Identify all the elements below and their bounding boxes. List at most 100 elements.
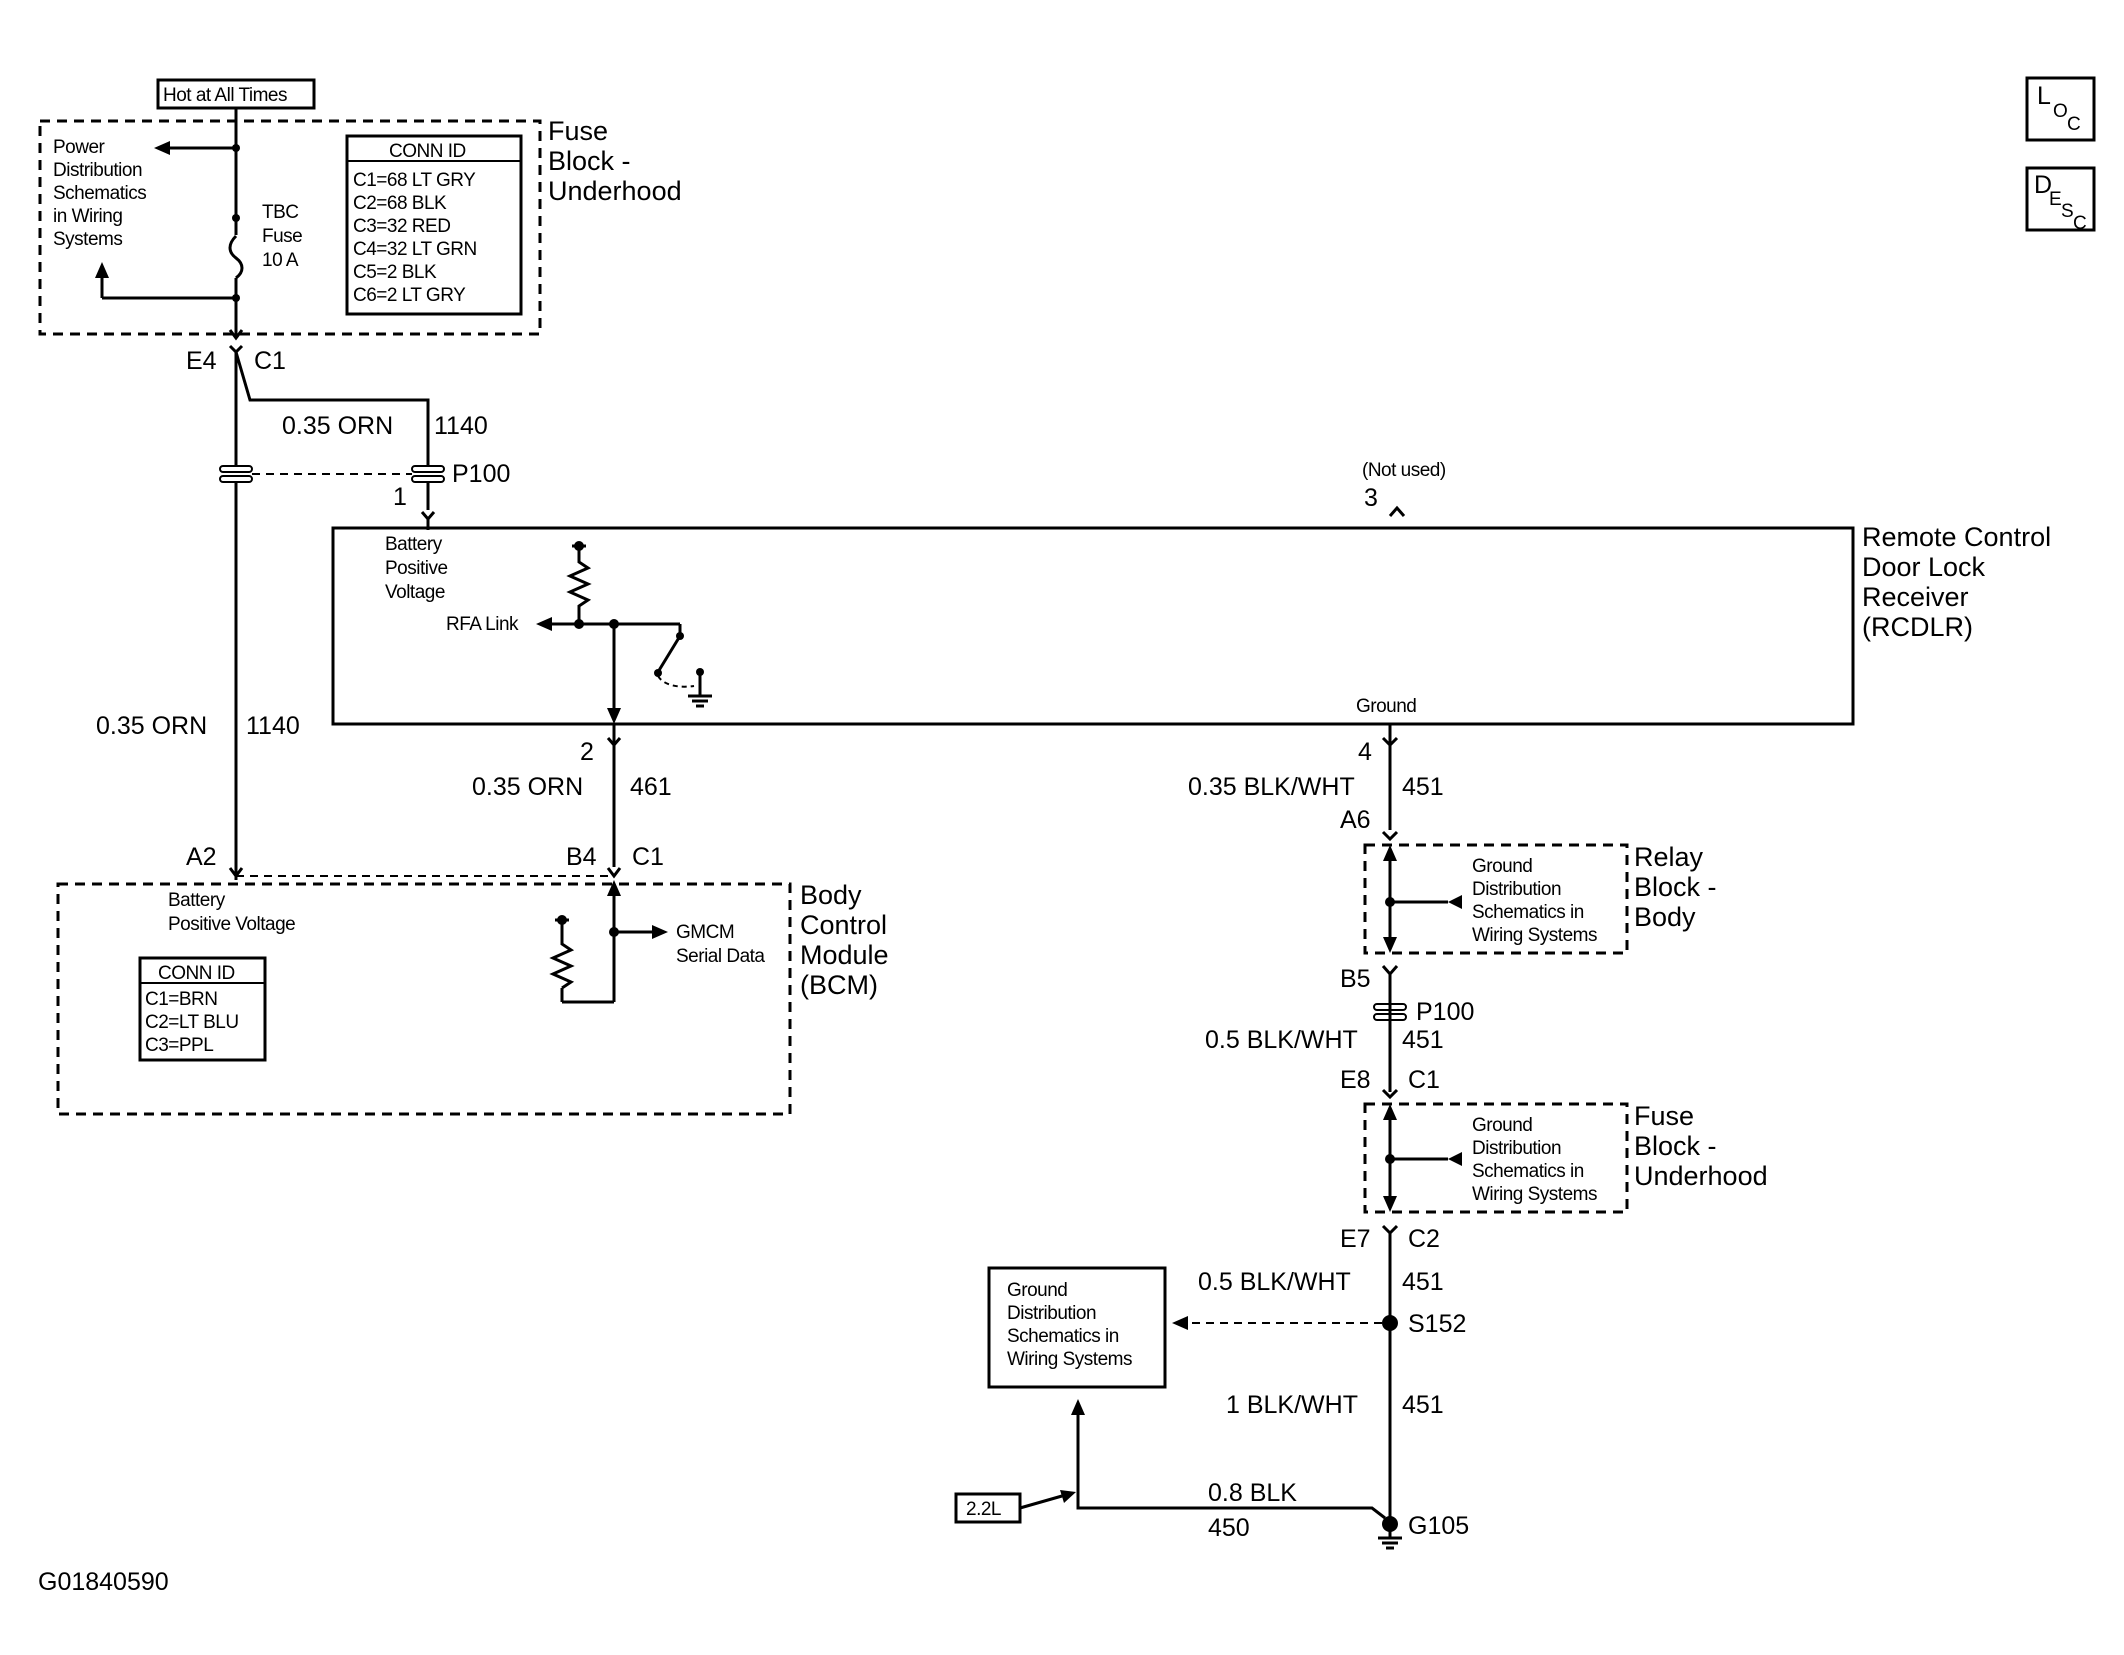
connector-label: P100 (452, 460, 510, 488)
fuse-mid-note-1: Ground (1472, 1115, 1532, 1136)
conn-row: C4=32 LT GRN (353, 239, 477, 260)
conn-row: C2=LT BLU (145, 1012, 239, 1033)
connector-a2-b4-c1: A2 B4 C1 (186, 843, 664, 879)
fuse-block-underhood-top: Fuse Block - Underhood Power Distributio… (38, 116, 682, 336)
wire-gauge: 0.35 ORN (282, 412, 393, 440)
fuse-block-mid-title-3: Underhood (1634, 1161, 1768, 1191)
fuse-block-top-title-3: Underhood (548, 176, 682, 206)
bcm-batt-2: Positive Voltage (168, 914, 295, 935)
svg-text:L: L (2037, 82, 2051, 110)
ground-icon (688, 694, 712, 708)
switch-icon (656, 635, 682, 673)
conn-row: C5=2 BLK (353, 262, 437, 283)
inline-connector-p100-top: P100 1 (219, 460, 510, 511)
engine-tag: 2.2L (954, 1490, 1076, 1524)
conn-id-table-bcm: CONN ID C1=BRN C2=LT BLU C3=PPL (138, 956, 267, 1062)
wire-circuit: 450 (1208, 1514, 1250, 1542)
wire-gauge: 1 BLK/WHT (1226, 1391, 1358, 1419)
ground-box-3: Schematics in (1007, 1326, 1119, 1347)
conn-row: C3=32 RED (353, 216, 450, 237)
bcm-title-4: (BCM) (800, 970, 878, 1000)
ground-label: Ground (1356, 696, 1416, 717)
conn-row: C2=68 BLK (353, 193, 447, 214)
connector-label: P100 (1416, 998, 1474, 1026)
rcdlr-title-1: Remote Control (1862, 522, 2051, 552)
bcm-title-1: Body (800, 880, 862, 910)
gmcm-label-1: GMCM (676, 922, 734, 943)
ground-label: G105 (1408, 1512, 1469, 1540)
svg-text:S: S (2061, 201, 2073, 222)
rcdlr-module: Remote Control Door Lock Receiver (RCDLR… (331, 522, 2051, 726)
fuse-mid-note-3: Schematics in (1472, 1161, 1584, 1182)
pin-label: 4 (1358, 738, 1372, 766)
wire-gauge: 0.5 BLK/WHT (1205, 1026, 1358, 1054)
fuse-icon (228, 234, 244, 280)
wire-gauge: 0.35 ORN (96, 712, 207, 740)
arrow-right-icon (652, 925, 668, 939)
relay-block-body: Relay Block - Body Ground Distribution S… (1363, 842, 1717, 955)
ground-distribution-box: Ground Distribution Schematics in Wiring… (987, 1266, 1167, 1415)
connector-label: E7 (1340, 1225, 1371, 1253)
bcm-boundary (56, 882, 792, 1116)
power-note-5: Systems (53, 229, 122, 250)
wire-circuit: 451 (1402, 1268, 1444, 1296)
fuse-block-underhood-mid: Fuse Block - Underhood Ground Distributi… (1363, 1101, 1768, 1214)
fuse-mid-note-4: Wiring Systems (1472, 1184, 1597, 1205)
connector-label: C1 (632, 843, 664, 871)
wire-circuit: 451 (1402, 1026, 1444, 1054)
rcdlr-boundary (331, 526, 1855, 726)
bcm-batt-1: Battery (168, 890, 226, 911)
svg-text:E: E (2049, 189, 2061, 210)
relay-block-boundary (1363, 843, 1629, 955)
fuse-mid-note-2: Distribution (1472, 1138, 1561, 1159)
ground-box-1: Ground (1007, 1280, 1067, 1301)
conn-row: C3=PPL (145, 1035, 213, 1056)
arrow-up-icon (607, 880, 621, 896)
inline-connector-p100-mid: P100 (1373, 998, 1474, 1026)
connector-label: E4 (186, 347, 217, 375)
fuse-label-1: TBC (262, 202, 299, 223)
rcdlr-title-2: Door Lock (1862, 552, 1986, 582)
fuse-block-mid-title-2: Block - (1634, 1131, 1717, 1161)
rcdlr-batt-3: Voltage (385, 582, 445, 603)
figure-id: G01840590 (38, 1568, 169, 1596)
wire-circuit: 461 (630, 773, 672, 801)
arrow-left-icon (1172, 1316, 1188, 1330)
svg-text:O: O (2053, 101, 2067, 122)
splice-s152: S152 (1172, 1310, 1466, 1338)
ground-g105: G105 (1378, 1512, 1469, 1550)
fuse-block-mid-boundary (1363, 1102, 1629, 1214)
arrow-up-icon (95, 262, 109, 278)
relay-note-1: Ground (1472, 856, 1532, 877)
fuse-label-3: 10 A (262, 250, 299, 271)
fuse-block-mid-title-1: Fuse (1634, 1101, 1694, 1131)
power-note-2: Distribution (53, 160, 142, 181)
conn-row: C1=68 LT GRY (353, 170, 476, 191)
power-note-4: in Wiring (53, 206, 122, 227)
loc-icon[interactable]: L O C (2025, 76, 2096, 142)
bcm-title-2: Control (800, 910, 887, 940)
conn-id-title-bcm: CONN ID (158, 963, 235, 984)
connector-label: E8 (1340, 1066, 1371, 1094)
gmcm-label-2: Serial Data (676, 946, 765, 967)
connector-label: A6 (1340, 806, 1371, 834)
hot-at-all-times-tag: Hot at All Times (156, 78, 316, 110)
pin-label: 1 (393, 483, 407, 511)
resistor-icon (566, 550, 592, 624)
rcdlr-title-4: (RCDLR) (1862, 612, 1973, 642)
arrow-right-icon (1060, 1490, 1076, 1503)
rcdlr-title-3: Receiver (1862, 582, 1969, 612)
relay-note-2: Distribution (1472, 879, 1561, 900)
conn-id-title-top: CONN ID (389, 141, 466, 162)
ground-box-2: Distribution (1007, 1303, 1096, 1324)
fuse-block-top-title-2: Block - (548, 146, 631, 176)
arrow-down-icon (607, 708, 621, 724)
ground-box-4: Wiring Systems (1007, 1349, 1132, 1370)
conn-id-table-top: CONN ID C1=68 LT GRY C2=68 BLK C3=32 RED… (345, 134, 523, 316)
arrow-left-icon (1448, 1152, 1462, 1166)
connector-label: C1 (254, 347, 286, 375)
rfa-link-label: RFA Link (446, 614, 519, 635)
connector-label: B5 (1340, 965, 1371, 993)
desc-icon[interactable]: D E S C (2025, 166, 2096, 234)
